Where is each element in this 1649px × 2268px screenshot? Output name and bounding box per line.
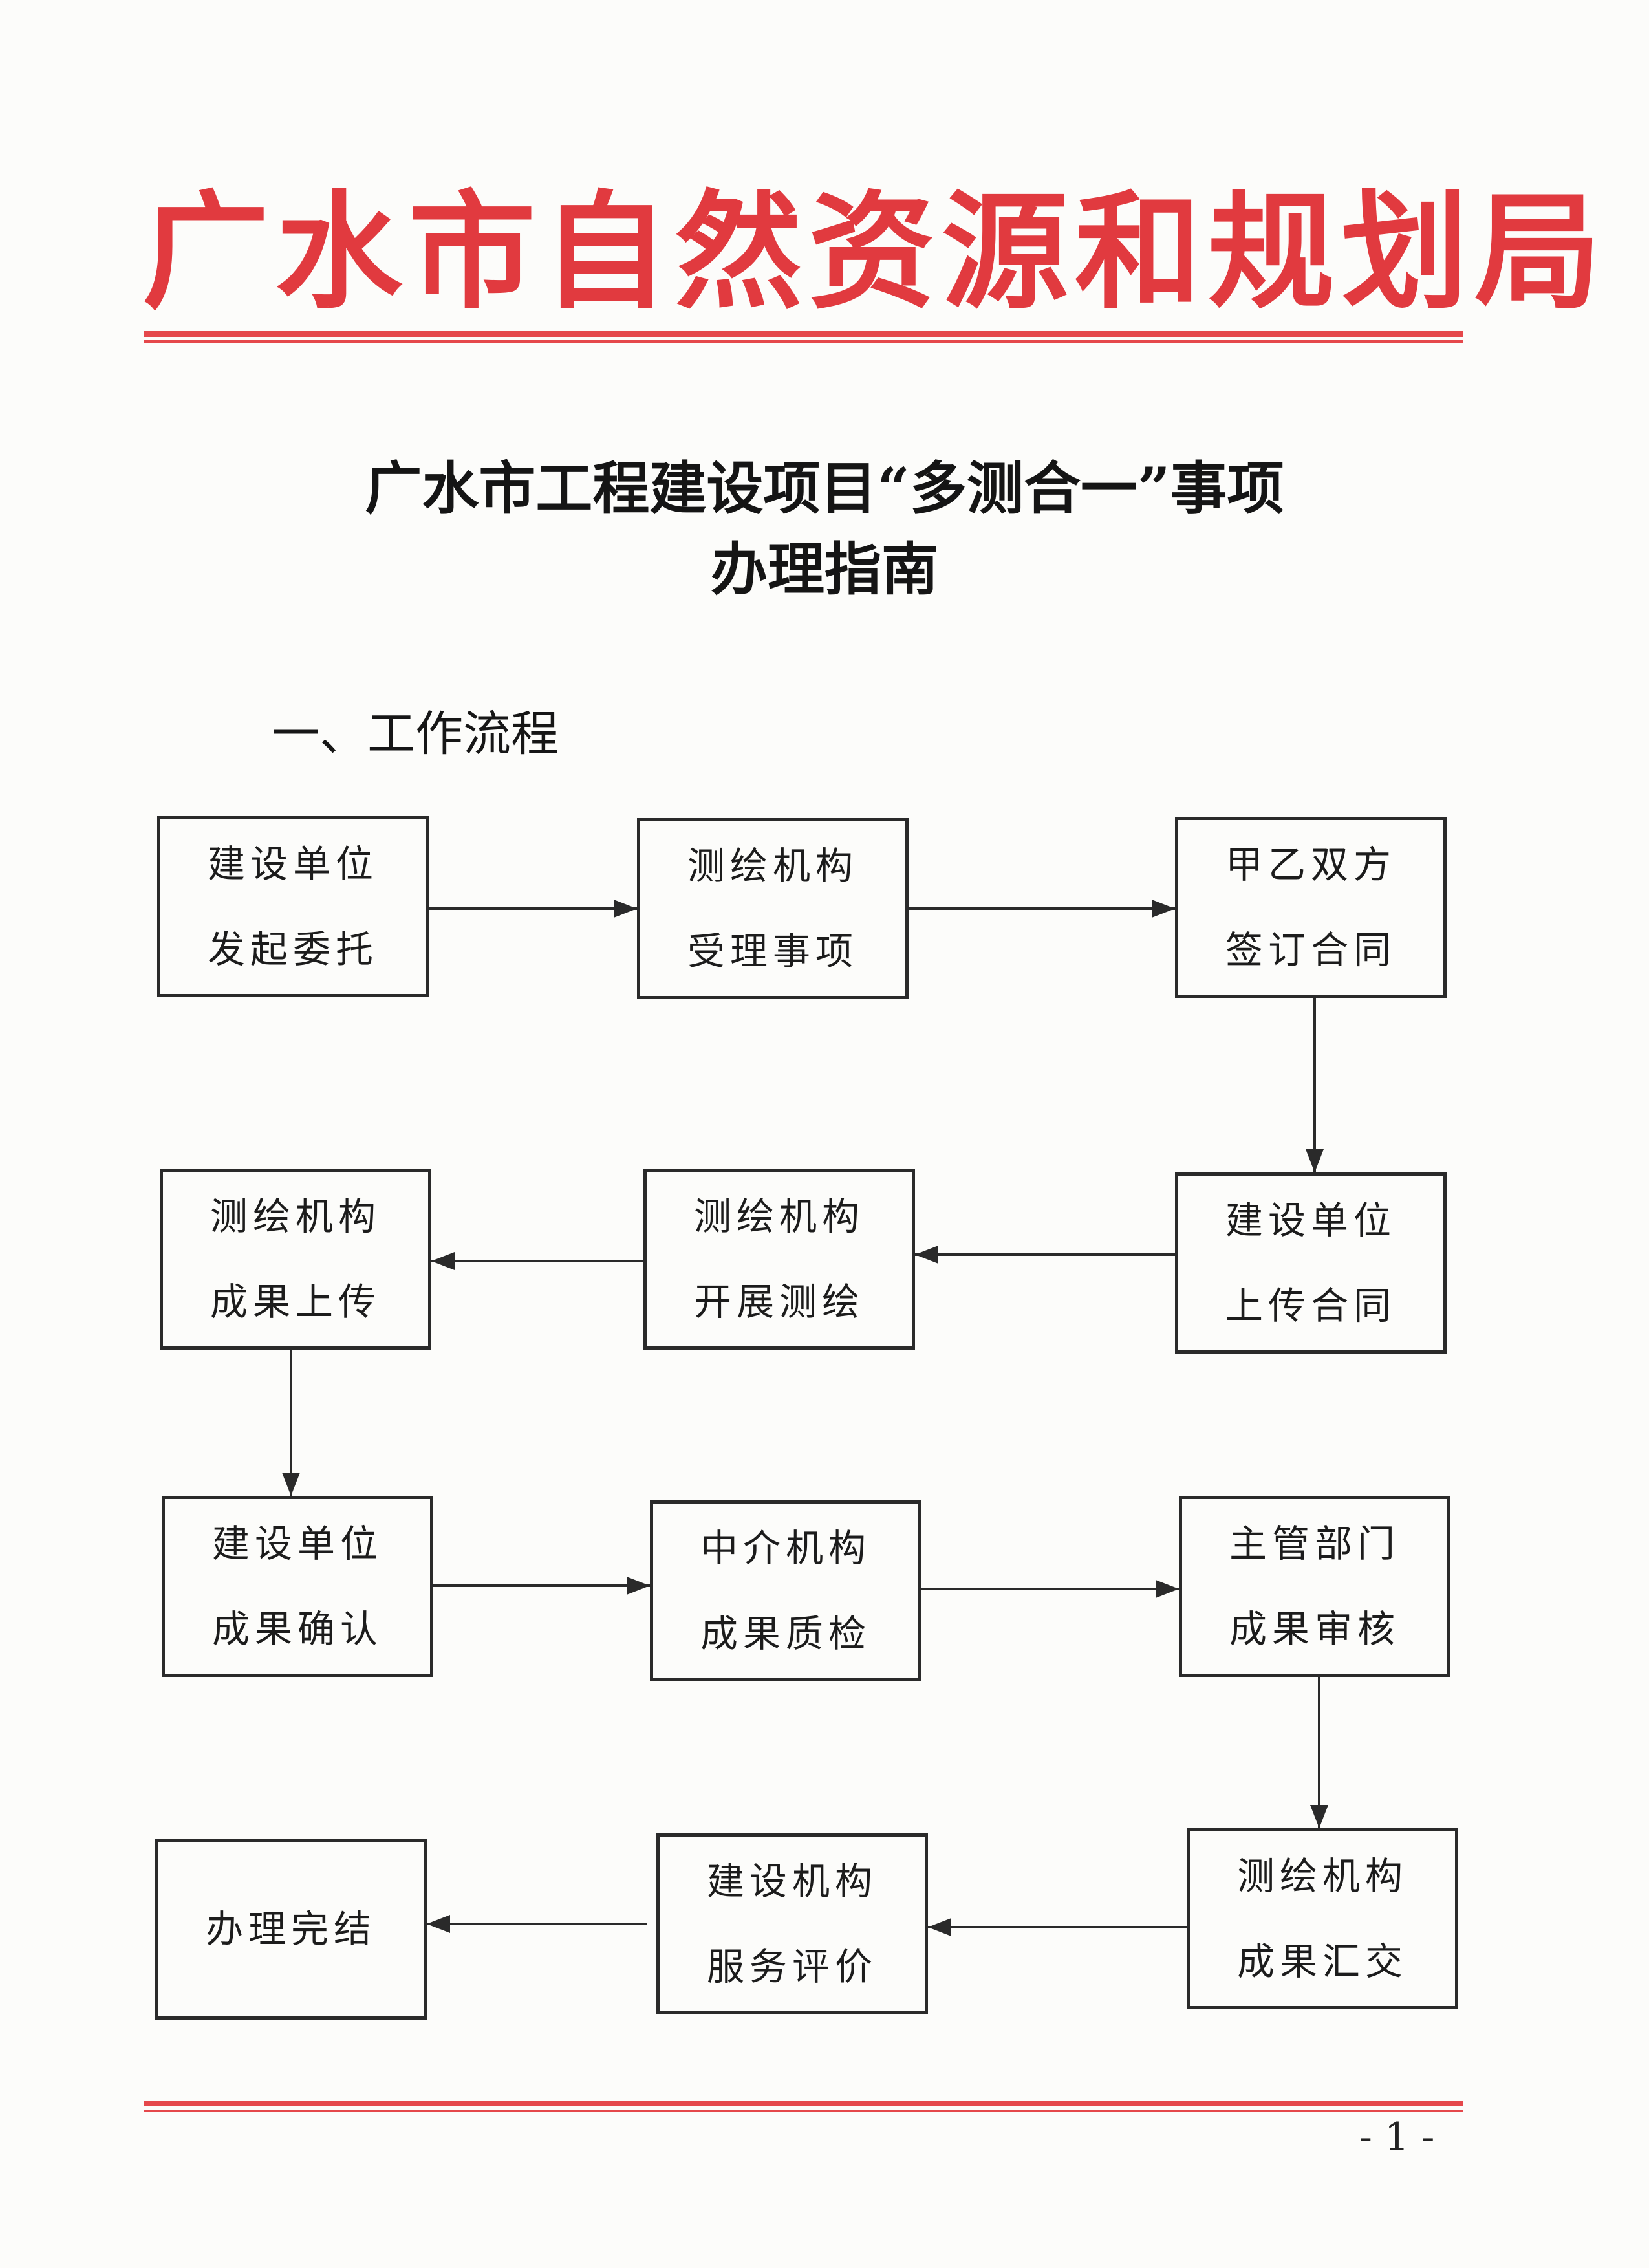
- page-number: - 1 -: [1359, 2115, 1435, 2160]
- footer-red-rule: [144, 2101, 1463, 2106]
- flow-step-s1: 建设单位 发起委托: [157, 816, 429, 997]
- flow-step-s4: 建设单位 上传合同: [1175, 1172, 1447, 1354]
- flow-step-s6: 测绘机构 成果上传: [160, 1169, 431, 1350]
- flow-step-s4-line2: 上传合同: [1225, 1284, 1396, 1328]
- header-red-rule-thin: [144, 340, 1463, 343]
- footer-red-rule-thin: [144, 2110, 1463, 2112]
- flow-step-s1-line1: 建设单位: [207, 842, 378, 886]
- flow-step-s10-line1: 测绘机构: [1236, 1854, 1408, 1898]
- flow-step-s2: 测绘机构 受理事项: [637, 818, 909, 999]
- flow-step-s6-line2: 成果上传: [210, 1280, 381, 1324]
- flow-step-s7: 建设单位 成果确认: [162, 1496, 433, 1677]
- flow-step-s6-line1: 测绘机构: [210, 1194, 381, 1238]
- flow-step-s9-line1: 主管部门: [1229, 1522, 1400, 1566]
- flow-step-s12: 办理完结: [155, 1839, 427, 2020]
- flow-step-s2-line1: 测绘机构: [687, 844, 858, 888]
- flow-step-s8: 中介机构 成果质检: [650, 1500, 921, 1681]
- document-title-line2: 办理指南: [710, 535, 938, 603]
- flow-step-s7-line2: 成果确认: [211, 1607, 383, 1651]
- flow-step-s5-line2: 开展测绘: [693, 1280, 865, 1324]
- flow-step-s12-line1: 办理完结: [205, 1907, 376, 1951]
- flow-step-s7-line1: 建设单位: [211, 1522, 383, 1566]
- flow-step-s3-line1: 甲乙双方: [1225, 843, 1396, 887]
- flow-step-s3-line2: 签订合同: [1225, 928, 1396, 972]
- flow-step-s8-line2: 成果质检: [700, 1612, 871, 1656]
- flow-step-s3: 甲乙双方 签订合同: [1175, 817, 1447, 998]
- flow-step-s5-line1: 测绘机构: [693, 1194, 865, 1238]
- document-title-line1: 广水市工程建设项目“多测合一”事项: [365, 455, 1284, 522]
- organization-header: 广水市自然资源和规划局: [142, 178, 1608, 327]
- flow-step-s11: 建设机构 服务评价: [656, 1833, 928, 2014]
- header-red-rule: [144, 331, 1463, 337]
- flow-step-s11-line1: 建设机构: [706, 1859, 878, 1903]
- flow-step-s4-line1: 建设单位: [1225, 1198, 1396, 1242]
- flow-step-s9-line2: 成果审核: [1229, 1607, 1400, 1651]
- flow-step-s2-line2: 受理事项: [687, 929, 858, 973]
- flow-step-s10: 测绘机构 成果汇交: [1187, 1828, 1458, 2009]
- flow-step-s5: 测绘机构 开展测绘: [643, 1169, 915, 1350]
- flow-step-s10-line2: 成果汇交: [1236, 1939, 1408, 1983]
- flow-step-s1-line2: 发起委托: [207, 927, 378, 971]
- flow-step-s9: 主管部门 成果审核: [1179, 1496, 1450, 1677]
- section-heading: 一、工作流程: [272, 706, 559, 762]
- flow-step-s8-line1: 中介机构: [700, 1526, 871, 1570]
- flow-step-s11-line2: 服务评价: [706, 1945, 878, 1989]
